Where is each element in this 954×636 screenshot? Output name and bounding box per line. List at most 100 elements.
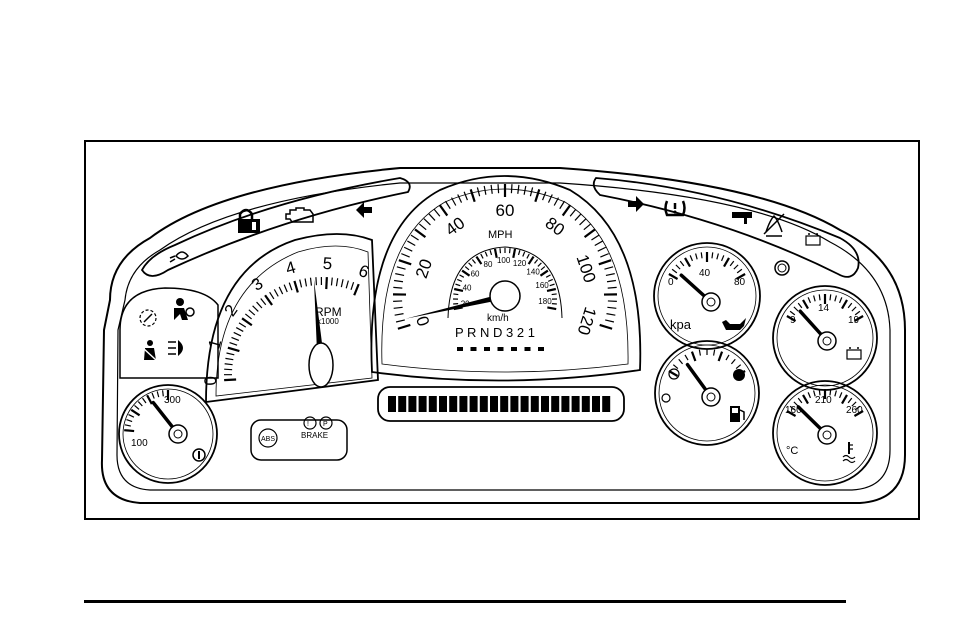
oil-ticks-tick <box>684 257 691 268</box>
mph-label: 0 <box>413 314 434 329</box>
oil-pressure-ticks <box>668 252 746 280</box>
mph-ticks-tick <box>414 228 427 238</box>
mph-ticks-tick <box>403 246 413 252</box>
cool-ticks-tick <box>834 390 837 397</box>
odometer-segments <box>388 396 611 412</box>
trans-ticks-tick <box>124 429 135 433</box>
trans-ticks-tick <box>134 405 140 410</box>
mph-label: 20 <box>412 257 436 281</box>
mph-ticks-tick <box>559 200 566 210</box>
oil-ticks-tick <box>729 260 735 267</box>
cool-ticks-tick <box>838 392 843 399</box>
volt-ticks-tick <box>834 295 837 302</box>
kmh-ticks-tick <box>512 248 517 259</box>
trans-ticks-tick <box>142 397 147 404</box>
kmh-ticks-tick <box>457 278 463 282</box>
tach-label: 5 <box>322 254 332 273</box>
tach-label: 1 <box>204 337 225 351</box>
tach-ticks-tick <box>335 278 339 287</box>
tach-ticks-tick <box>225 357 234 361</box>
speedometer-unit-kmh: km/h <box>487 313 509 324</box>
tach-label: 0 <box>201 376 220 386</box>
oil-ticks-tick <box>679 260 685 267</box>
fuel-ticks-tick <box>668 370 679 377</box>
tach-label: 2 <box>221 301 242 320</box>
tach-ticks-tick <box>299 279 303 288</box>
oil-ticks-tick <box>675 264 681 270</box>
kmh-ticks-tick <box>539 269 549 277</box>
kmh-ticks-tick <box>537 262 542 267</box>
trans-temp-gauge: 100 300 <box>118 384 218 484</box>
tach-label: 6 <box>356 261 372 282</box>
odometer-segment <box>398 396 407 412</box>
kmh-label: 100 <box>497 256 511 265</box>
tach-ticks-tick <box>330 277 333 286</box>
oil-ticks-tick <box>720 255 725 262</box>
mph-ticks-tick <box>510 184 513 194</box>
prnd-dot <box>511 347 517 351</box>
security-lock-icon <box>238 208 260 233</box>
kmh-label: 160 <box>535 281 549 290</box>
cool-ticks-tick <box>789 405 796 411</box>
page-footer-rule <box>84 600 846 603</box>
kmh-label: 120 <box>513 259 527 268</box>
abs-icon: ABS <box>258 428 278 448</box>
fuel-ticks-tick <box>713 349 716 356</box>
speedometer-kmh-arc <box>447 246 563 319</box>
cool-ticks-tick <box>853 410 864 417</box>
odometer-segment <box>571 396 580 412</box>
tach-ticks-tick <box>293 280 299 293</box>
mph-ticks-tick <box>534 189 541 203</box>
fuel-ticks-tick <box>684 354 689 361</box>
mph-ticks-tick <box>606 279 617 283</box>
mph-label: 100 <box>572 252 599 285</box>
brake-label: BRAKE <box>301 431 328 440</box>
mph-ticks-tick <box>450 197 457 206</box>
mph-ticks-tick <box>529 187 534 197</box>
kmh-ticks-tick <box>461 269 471 277</box>
trans-ticks-tick <box>156 391 160 398</box>
voltmeter-gauge: 9 14 19 <box>772 285 878 391</box>
cool-ticks-tick <box>847 397 853 404</box>
tach-ticks-tick <box>288 282 293 291</box>
tach-ticks-tick <box>231 336 240 342</box>
mph-ticks-tick <box>398 259 412 266</box>
cool-ticks-tick <box>841 394 848 405</box>
odometer-segment <box>490 396 498 412</box>
oil-ticks-tick <box>711 252 714 259</box>
volt-ticks-tick <box>847 302 853 309</box>
mph-ticks-tick <box>396 266 406 270</box>
mph-ticks-tick <box>395 273 405 276</box>
tach-ticks-tick <box>325 277 328 290</box>
kmh-ticks-tick <box>455 283 461 287</box>
trans-ticks-tick <box>161 390 164 397</box>
tow-haul-icon <box>732 212 752 224</box>
cool-ticks-tick <box>807 392 812 399</box>
mph-label: 40 <box>442 213 468 239</box>
kmh-ticks-tick <box>453 287 464 292</box>
odometer-segment <box>408 396 417 412</box>
kmh-ticks-tick <box>540 266 546 271</box>
service-seatbelt-icon <box>139 309 157 327</box>
mph-ticks-tick <box>401 253 410 258</box>
cool-ticks-tick <box>786 410 797 417</box>
tach-ticks-tick <box>224 378 237 382</box>
kmh-ticks-tick <box>547 278 553 282</box>
prnd-indicator: P R N D 3 2 1 <box>455 325 535 340</box>
mph-ticks-tick <box>517 184 520 194</box>
trans-ticks-tick <box>151 392 155 399</box>
oil-ticks-tick <box>671 268 678 274</box>
oil-ticks-tick <box>716 253 719 260</box>
mph-label: 80 <box>542 213 568 239</box>
mph-ticks-tick <box>569 208 577 217</box>
oil-label-0: 0 <box>668 277 674 288</box>
coolant-temp-gauge: 160 210 260 °C <box>772 380 878 486</box>
svg-text:!: ! <box>307 421 309 428</box>
voltmeter-ticks <box>786 294 864 322</box>
odometer-segment <box>418 396 427 412</box>
mph-ticks-tick <box>457 194 463 203</box>
battery-icon <box>805 233 821 246</box>
odometer-segment <box>479 396 488 412</box>
